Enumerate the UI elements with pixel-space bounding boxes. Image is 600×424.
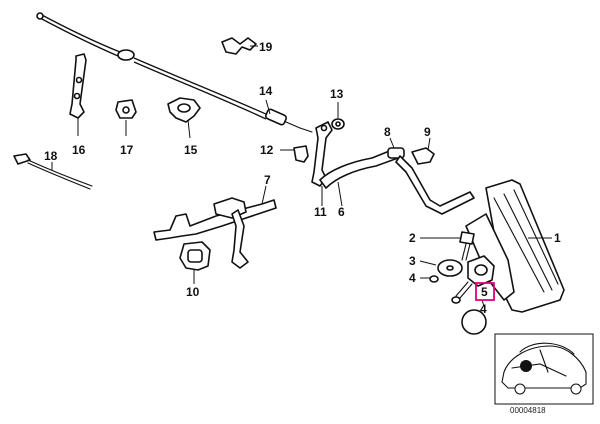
throttle-cable — [36, 12, 313, 133]
clip-part-13 — [331, 102, 345, 130]
label-16[interactable]: 16 — [72, 143, 86, 157]
washer-part-3 — [419, 259, 463, 277]
label-17[interactable]: 17 — [120, 143, 134, 157]
bushing-part-8 — [387, 137, 405, 159]
leader-14 — [265, 99, 271, 115]
label-7[interactable]: 7 — [264, 173, 271, 187]
location-marker-icon — [520, 360, 532, 372]
car-locator-thumbnail — [494, 333, 594, 405]
clip-nut-part-17 — [115, 99, 137, 136]
lever-rod-part-11 — [311, 121, 333, 206]
label-5[interactable]: 5 — [481, 285, 488, 299]
label-1[interactable]: 1 — [554, 231, 561, 245]
label-13[interactable]: 13 — [330, 87, 344, 101]
nut-part-4-upper — [420, 275, 439, 283]
label-19[interactable]: 19 — [259, 40, 273, 54]
label-4-upper[interactable]: 4 — [409, 271, 416, 285]
label-4-lower[interactable]: 4 — [480, 302, 487, 316]
pedal-rod — [395, 155, 475, 215]
bell-crank-part-7 — [153, 185, 277, 269]
label-12[interactable]: 12 — [260, 143, 274, 157]
highlight-box — [475, 282, 495, 301]
pedal-stop-part-5 — [451, 255, 495, 304]
label-6[interactable]: 6 — [338, 205, 345, 219]
cap-part-4-lower — [461, 299, 487, 335]
label-2[interactable]: 2 — [409, 231, 416, 245]
cable-tie-part-18 — [13, 153, 93, 190]
label-18[interactable]: 18 — [44, 149, 58, 163]
label-11[interactable]: 11 — [314, 205, 327, 219]
label-15[interactable]: 15 — [184, 143, 198, 157]
link-rod-part-6 — [319, 149, 399, 207]
clip-part-9 — [411, 137, 435, 165]
clip-part-12 — [280, 145, 309, 163]
accelerator-pedal-part-1 — [465, 179, 565, 313]
label-10[interactable]: 10 — [186, 285, 200, 299]
cable-holder-part-15 — [167, 97, 201, 139]
rubber-mount-part-10 — [179, 241, 211, 284]
diagram-code: 00004818 — [510, 406, 546, 415]
bolt-part-2 — [420, 231, 475, 261]
bracket-part-16 — [69, 53, 87, 136]
label-9[interactable]: 9 — [424, 125, 431, 139]
label-14[interactable]: 14 — [259, 84, 273, 98]
label-8[interactable]: 8 — [384, 125, 391, 139]
label-3[interactable]: 3 — [409, 254, 416, 268]
clip-part-19 — [221, 37, 258, 55]
